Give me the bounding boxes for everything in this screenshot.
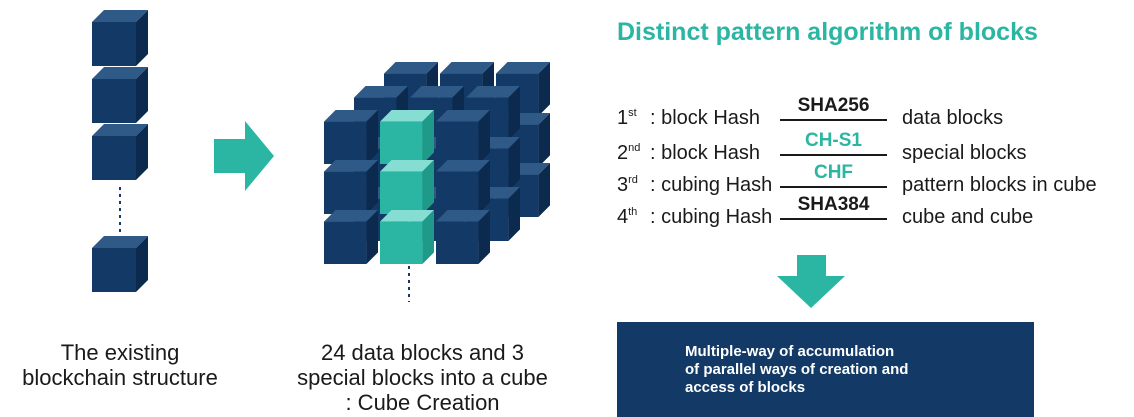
special-block [380,110,434,164]
hash-label: : cubing Hash [650,174,773,196]
algorithm-target: cube and cube [902,206,1034,228]
blockchain-stack [92,10,148,292]
special-block [380,210,434,264]
arrow-down-icon [777,255,845,308]
caption-existing-blockchain: The existing blockchain structure [22,340,218,390]
ordinal-number: 2 [617,142,629,164]
algorithm-name: CHF [813,162,854,183]
special-block [380,160,434,214]
algorithm-target: pattern blocks in cube [902,174,1097,196]
ordinal-suffix: nd [628,142,641,154]
algorithm-title: Distinct pattern algorithm of blocks [617,18,1038,46]
summary-box: Multiple-way of accumulation of parallel… [617,322,1034,417]
chain-block [92,10,148,66]
ordinal-number: 1 [617,107,629,129]
ordinal-suffix: st [628,107,637,119]
chain-block [92,124,148,180]
algorithm-underline [780,186,887,188]
summary-text: Multiple-way of accumulation of parallel… [685,343,909,396]
ordinal-suffix: th [628,206,638,218]
ordinal: 2nd [617,142,641,165]
algorithm-name: SHA384 [797,194,870,215]
caption-cube-creation: 24 data blocks and 3 special blocks into… [297,340,548,415]
ordinal-number: 3 [617,174,629,196]
algorithm-name: CH-S1 [804,130,862,151]
algorithm-target: special blocks [902,142,1027,164]
hash-label: : block Hash [650,142,761,164]
algorithm-target: data blocks [902,107,1004,129]
ordinal-number: 4 [617,206,629,228]
chain-block [92,236,148,292]
hash-label: : cubing Hash [650,206,773,228]
block-cube [324,62,550,302]
ordinal: 4th [617,206,638,229]
algorithm-underline [780,154,887,156]
ordinal: 1st [617,107,638,130]
arrow-right-icon [214,121,274,191]
algorithm-underline [780,119,887,121]
algorithm-name: SHA256 [797,95,870,116]
algorithm-underline [780,218,887,220]
hash-label: : block Hash [650,107,761,129]
ordinal: 3rd [617,174,639,197]
chain-block [92,67,148,123]
ordinal-suffix: rd [628,174,638,186]
